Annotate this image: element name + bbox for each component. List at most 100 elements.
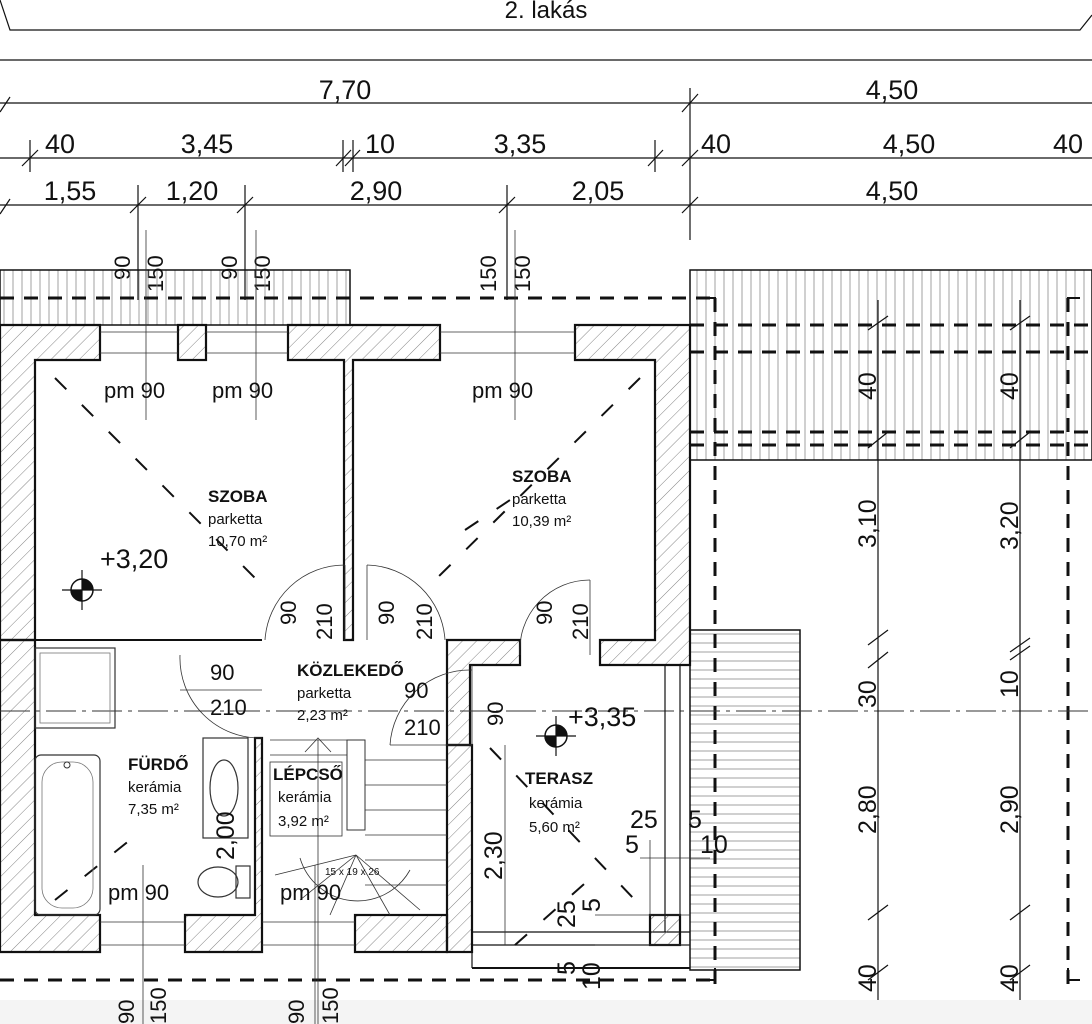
pm-2: pm 90 bbox=[212, 378, 273, 403]
toilet bbox=[197, 866, 239, 898]
room-name: FÜRDŐ bbox=[128, 755, 188, 774]
dim-row2-7: 40 bbox=[1053, 129, 1083, 159]
col-dim-5: 25 bbox=[553, 900, 581, 928]
bath-width: 2,00 bbox=[212, 811, 240, 860]
level-value: +3,35 bbox=[568, 702, 636, 732]
room-floor: parketta bbox=[297, 685, 352, 702]
room-diagonals bbox=[54, 377, 641, 946]
room-area: 10,39 m² bbox=[512, 513, 571, 530]
open-bottom-2: 150 bbox=[146, 987, 171, 1024]
col-dim-6: 5 bbox=[578, 898, 606, 912]
door2-w: 90 bbox=[374, 601, 399, 625]
dim-row2-4: 3,35 bbox=[494, 129, 547, 159]
room-label-kozlekedo: KÖZLEKEDŐ parketta 2,23 m² bbox=[297, 661, 404, 724]
door-labels: 90 210 90 210 90 210 90 210 90 210 90 bbox=[210, 601, 593, 740]
room-area: 5,60 m² bbox=[529, 819, 580, 836]
col-dim-4: 10 bbox=[700, 831, 728, 859]
room-label-furdo: FÜRDŐ kerámia 7,35 m² bbox=[128, 755, 188, 818]
dim-right2-3: 10 bbox=[996, 670, 1024, 698]
sink bbox=[202, 737, 249, 839]
door2-h: 210 bbox=[412, 603, 437, 640]
walls bbox=[0, 323, 692, 954]
level-value: +3,20 bbox=[100, 544, 168, 574]
room-floor: kerámia bbox=[278, 789, 332, 806]
door1-w: 90 bbox=[276, 601, 301, 625]
door6-w: 90 bbox=[483, 702, 508, 726]
level-marker-upper: +3,20 bbox=[62, 544, 168, 610]
door4-w: 90 bbox=[210, 660, 234, 685]
pm-5: pm 90 bbox=[280, 880, 341, 905]
dim-right1-1: 40 bbox=[854, 372, 882, 400]
dim-row2-6: 4,50 bbox=[883, 129, 936, 159]
dim-row2-2: 3,45 bbox=[181, 129, 234, 159]
dim-row1-2: 4,50 bbox=[866, 75, 919, 105]
dim-right2-2: 3,20 bbox=[996, 501, 1024, 550]
right-dimensions: 40 3,10 30 2,80 40 40 3,20 10 2,90 40 bbox=[854, 300, 1031, 1000]
room-label-lepcso: LÉPCSŐ kerámia 3,92 m² bbox=[269, 761, 343, 837]
stair-spec: 15 x 19 x 26 bbox=[325, 867, 380, 878]
room-label-terasz: TERASZ kerámia 5,60 m² bbox=[525, 769, 593, 836]
pm-1: pm 90 bbox=[104, 378, 165, 403]
roof-eaves bbox=[0, 269, 1092, 1024]
dim-row3-3: 2,90 bbox=[350, 176, 403, 206]
dim-row1-1: 7,70 bbox=[319, 75, 372, 105]
shower-tray bbox=[34, 647, 116, 729]
level-marker-terrace: +3,35 bbox=[536, 702, 636, 756]
room-label-szoba2: SZOBA parketta 10,39 m² bbox=[512, 467, 572, 530]
dashed-outlines bbox=[0, 296, 1092, 985]
dim-row2-1: 40 bbox=[45, 129, 75, 159]
room-name: TERASZ bbox=[525, 769, 593, 788]
open-top-5: 150 bbox=[476, 255, 501, 292]
dim-right1-3: 30 bbox=[854, 680, 882, 708]
open-bottom-3: 90 bbox=[284, 1000, 309, 1024]
staircase: 15 x 19 x 26 bbox=[270, 737, 447, 1024]
dim-row3-5: 4,50 bbox=[866, 176, 919, 206]
room-label-szoba1: SZOBA parketta 10,70 m² bbox=[208, 487, 268, 550]
room-name: KÖZLEKEDŐ bbox=[297, 661, 404, 680]
dim-row3-4: 2,05 bbox=[572, 176, 625, 206]
door5-w: 90 bbox=[404, 678, 428, 703]
dim-row3-2: 1,20 bbox=[166, 176, 219, 206]
dim-right1-4: 2,80 bbox=[854, 785, 882, 834]
col-dim-2: 5 bbox=[688, 806, 702, 834]
room-floor: parketta bbox=[512, 491, 567, 508]
top-dimensions: 7,70 4,50 40 3,45 10 3,35 40 4,50 40 1,5… bbox=[0, 75, 1092, 300]
col-dim-7: 5 bbox=[553, 961, 581, 975]
title-frame: 2. lakás bbox=[0, 0, 1092, 61]
room-name: LÉPCSŐ bbox=[273, 765, 343, 784]
door5-h: 210 bbox=[404, 715, 441, 740]
room-area: 10,70 m² bbox=[208, 533, 267, 550]
dim-right2-4: 2,90 bbox=[996, 785, 1024, 834]
room-floor: parketta bbox=[208, 511, 263, 528]
dim-right1-2: 3,10 bbox=[854, 499, 882, 548]
pm-3: pm 90 bbox=[472, 378, 533, 403]
door3-h: 210 bbox=[568, 603, 593, 640]
pm-4: pm 90 bbox=[108, 880, 169, 905]
room-floor: kerámia bbox=[529, 795, 583, 812]
room-name: SZOBA bbox=[512, 467, 572, 486]
door1-h: 210 bbox=[312, 603, 337, 640]
dim-right1-5: 40 bbox=[854, 964, 882, 992]
door4-h: 210 bbox=[210, 695, 247, 720]
room-area: 3,92 m² bbox=[278, 813, 329, 830]
col-dim-3: 5 bbox=[625, 831, 639, 859]
dim-row3-1: 1,55 bbox=[44, 176, 97, 206]
terrace-depth: 2,30 bbox=[480, 831, 508, 880]
open-bottom-1: 90 bbox=[114, 1000, 139, 1024]
room-name: SZOBA bbox=[208, 487, 268, 506]
dim-right2-1: 40 bbox=[996, 372, 1024, 400]
bathtub bbox=[34, 754, 101, 916]
windows bbox=[100, 331, 575, 946]
title-text: 2. lakás bbox=[505, 0, 588, 24]
bathroom-fixtures bbox=[34, 647, 251, 916]
room-floor: kerámia bbox=[128, 779, 182, 796]
open-top-6: 150 bbox=[510, 255, 535, 292]
room-area: 7,35 m² bbox=[128, 801, 179, 818]
dim-right2-5: 40 bbox=[996, 964, 1024, 992]
door3-w: 90 bbox=[532, 601, 557, 625]
dim-row2-3: 10 bbox=[365, 129, 395, 159]
dim-row2-5: 40 bbox=[701, 129, 731, 159]
col-dim-8: 10 bbox=[578, 962, 606, 990]
col-dim-1: 25 bbox=[630, 806, 658, 834]
